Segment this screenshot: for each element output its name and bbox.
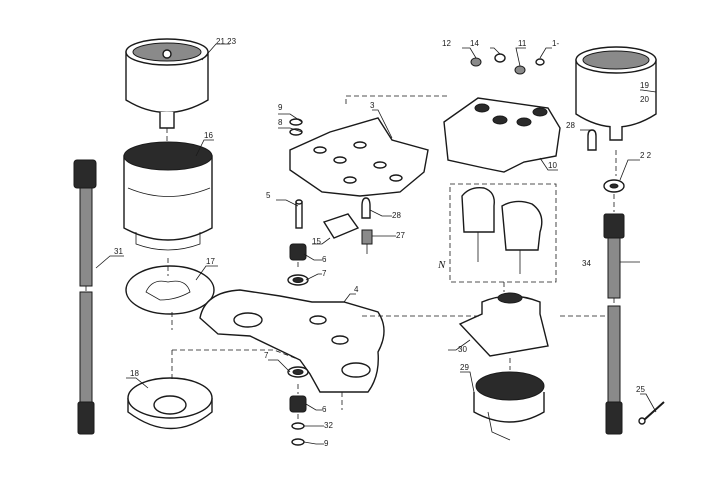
knob-13 [535,58,545,66]
bush-6-top [289,243,307,261]
callout-14: 14 [470,39,479,48]
callout-17: 17 [206,257,215,266]
assembly-n-box [449,183,557,283]
washer-32 [291,422,305,430]
gauge-housing-left [125,38,209,129]
nut-22 [603,179,625,193]
knob-11 [514,65,526,75]
knob-14 [494,53,506,63]
callout-13: 1- [552,39,559,48]
mount-30 [458,292,549,357]
callout-7-bottom: 7 [264,351,269,360]
screw-25 [638,401,665,425]
callout-labels: 21 23 16 31 17 18 9 8 3 5 28 15 27 6 7 4… [114,37,652,448]
callout-15: 15 [312,237,321,246]
callout-3: 3 [370,101,375,110]
callout-22: 2 2 [640,151,652,160]
callout-10: 10 [548,161,557,170]
clamp-29 [473,371,545,441]
callout-28-right: 28 [566,121,575,130]
bulb-28-center [361,197,371,219]
callout-16: 16 [204,131,213,140]
nut-9-top [289,118,303,126]
callout-6-bottom: 6 [322,405,327,414]
nut-9-bottom [291,438,305,446]
callout-29: 29 [460,363,469,372]
assembly-lines [85,95,617,422]
cable-sheath-31 [73,159,97,435]
callout-4: 4 [354,285,359,294]
callout-9-bottom: 9 [324,439,329,448]
pin-5 [295,199,303,229]
callout-leaders [95,43,657,445]
connector-27 [361,229,373,254]
callout-21-23: 21 23 [216,37,237,46]
callout-9-top: 9 [278,103,283,112]
cable-34 [603,213,625,435]
callout-11: 11 [518,39,527,48]
switch-body-10 [443,97,561,173]
base-18 [127,377,213,430]
callout-28-center: 28 [392,211,401,220]
plate-4 [199,289,385,393]
callout-6-top: 6 [322,255,327,264]
callout-12: 12 [442,39,451,48]
bulb-28-right [587,129,597,151]
nut-7-top [287,274,309,286]
callout-n: N [437,259,446,271]
callout-19: 19 [640,81,649,90]
callout-31: 31 [114,247,123,256]
gauge-housing-right [575,46,657,141]
callout-32: 32 [324,421,333,430]
callout-30: 30 [458,345,467,354]
nut-7-bottom [287,366,309,378]
callout-34: 34 [582,259,591,268]
callout-20: 20 [640,95,649,104]
knob-12 [470,57,482,67]
cup-16 [123,141,213,251]
bracket-plate-3 [289,117,429,197]
clip-15 [322,213,360,239]
callout-8: 8 [278,118,283,127]
callout-25: 25 [636,385,645,394]
callout-18: 18 [130,369,139,378]
plate-17 [125,265,215,315]
callout-5: 5 [266,191,271,200]
callout-7-top: 7 [322,269,327,278]
bush-6-bottom [289,395,307,413]
callout-27: 27 [396,231,405,240]
